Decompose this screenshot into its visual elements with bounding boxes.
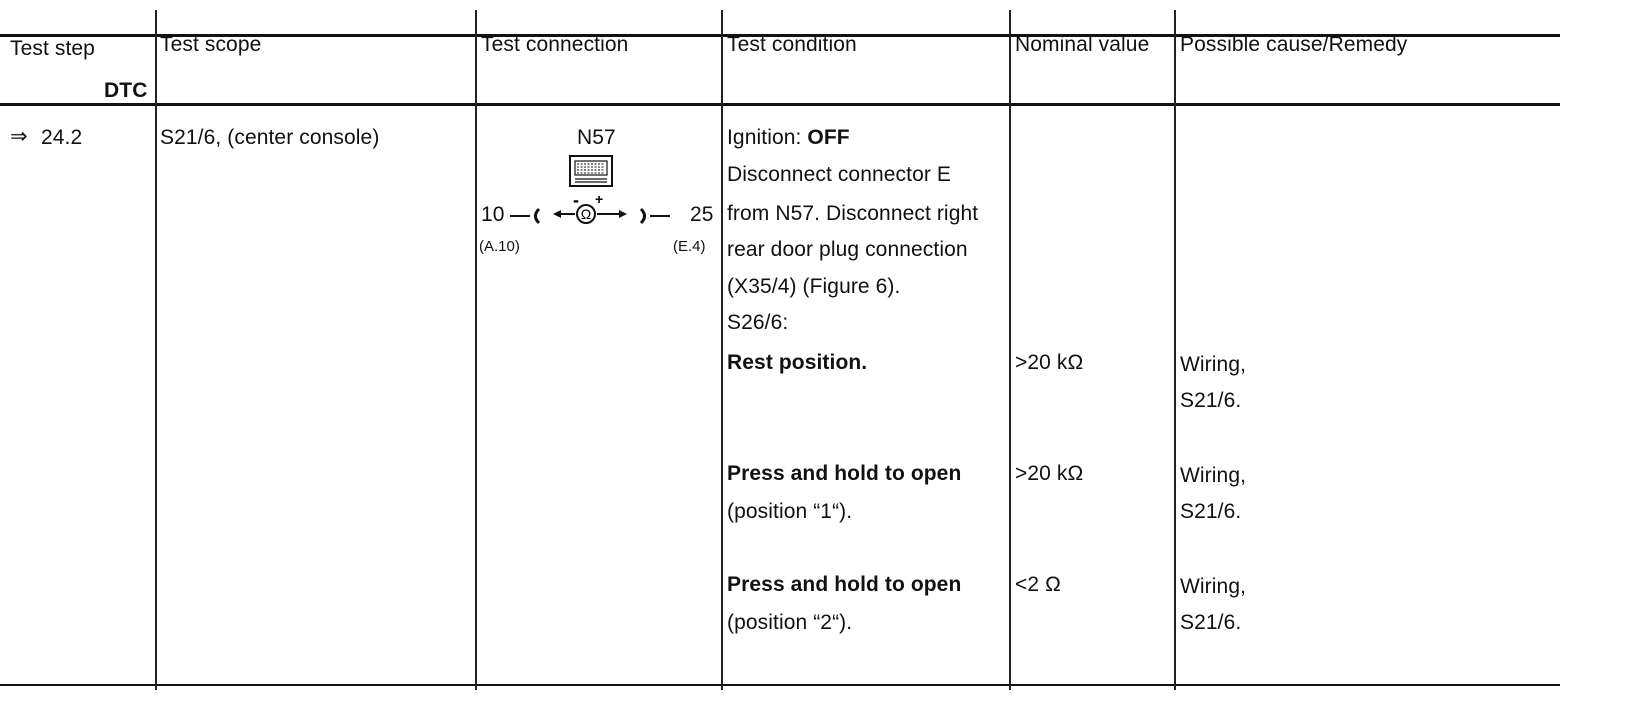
- check-3-condition-sub: (position “2“).: [727, 611, 853, 634]
- ignition-prefix: Ignition:: [727, 126, 808, 149]
- condition-line-4: rear door plug connection: [727, 238, 968, 261]
- header-bottom-rule: [0, 103, 1560, 106]
- left-pin-reference: (A.10): [479, 238, 520, 255]
- check-2-cause-1: Wiring,: [1180, 464, 1247, 487]
- divider-scope-connection: [475, 10, 477, 690]
- step-arrow: ⇒: [10, 125, 28, 148]
- step-number: 24.2: [41, 126, 83, 149]
- condition-line-3: from N57. Disconnect right: [727, 202, 979, 225]
- right-probe-icon: [639, 207, 670, 225]
- ohm-symbol: Ω: [581, 206, 591, 222]
- ohmmeter-icon: Ω - +: [553, 190, 627, 224]
- divider-connection-condition: [721, 10, 723, 690]
- check-3-condition: Press and hold to open: [727, 573, 962, 596]
- check-1-condition: Rest position.: [727, 351, 868, 374]
- ignition-state: OFF: [807, 126, 850, 149]
- check-1-nominal: >20 kΩ: [1015, 351, 1084, 374]
- table-top-rule: [0, 34, 1560, 37]
- right-pin-number: 25: [690, 203, 714, 226]
- check-3-nominal: <2 Ω: [1015, 573, 1061, 596]
- test-scope-value: S21/6, (center console): [160, 126, 380, 149]
- divider-step-scope: [155, 10, 157, 690]
- left-pin-number: 10: [481, 203, 505, 226]
- condition-line-5: (X35/4) (Figure 6).: [727, 275, 901, 298]
- left-probe-icon: [510, 207, 541, 225]
- minus-sign: -: [573, 190, 579, 210]
- check-2-nominal: >20 kΩ: [1015, 462, 1084, 485]
- condition-ignition: Ignition: OFF: [727, 126, 850, 150]
- divider-nominal-cause: [1174, 10, 1176, 690]
- header-dtc: DTC: [104, 79, 148, 102]
- header-test-scope: Test scope: [160, 33, 262, 56]
- check-2-condition: Press and hold to open: [727, 462, 962, 485]
- condition-line-2: Disconnect connector E: [727, 163, 951, 186]
- table-bottom-rule: [0, 684, 1560, 686]
- control-module-icon: [569, 155, 613, 187]
- check-2-condition-sub: (position “1“).: [727, 500, 853, 523]
- condition-line-6: S26/6:: [727, 311, 789, 334]
- component-label: N57: [577, 126, 616, 149]
- header-nominal-value: Nominal value: [1015, 33, 1150, 56]
- check-3-cause-2: S21/6.: [1180, 611, 1242, 634]
- header-possible-cause: Possible cause/Remedy: [1180, 33, 1408, 56]
- check-1-cause-1: Wiring,: [1180, 353, 1247, 376]
- header-test-condition: Test condition: [727, 33, 857, 56]
- check-3-cause-1: Wiring,: [1180, 575, 1247, 598]
- header-test-connection: Test connection: [481, 33, 629, 56]
- header-test-step: Test step: [10, 37, 95, 60]
- check-2-cause-2: S21/6.: [1180, 500, 1242, 523]
- right-pin-reference: (E.4): [673, 238, 706, 255]
- plus-sign: +: [595, 191, 603, 207]
- divider-condition-nominal: [1009, 10, 1011, 690]
- check-1-cause-2: S21/6.: [1180, 389, 1242, 412]
